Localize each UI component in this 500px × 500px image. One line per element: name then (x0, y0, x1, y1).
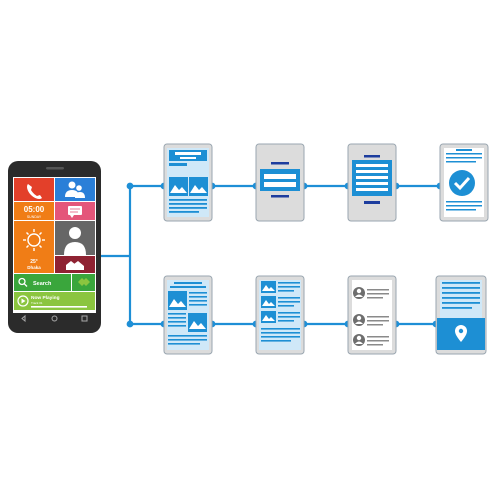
screen-top-3-form (347, 143, 397, 222)
apps-icon (78, 278, 90, 286)
search-tile[interactable] (14, 274, 71, 291)
phone-speaker (46, 167, 64, 170)
clock-time: 05:00 (24, 205, 45, 214)
image-icon (261, 296, 276, 308)
phone-call-icon (27, 184, 42, 199)
now-playing-label: Now Playing (31, 295, 60, 301)
clock-day: SUNDAY (27, 215, 42, 219)
image-icon (188, 313, 207, 332)
home-icon (66, 261, 84, 270)
person-icon (64, 227, 86, 255)
screen-top-1-article (163, 143, 213, 222)
contacts-icon (65, 181, 85, 198)
message-icon (68, 206, 82, 218)
tile-clock[interactable] (14, 202, 54, 220)
screen-bottom-1-article (163, 275, 213, 355)
playback-progress-track (31, 306, 87, 308)
recents-icon[interactable] (81, 315, 88, 322)
screen-bottom-3-contacts (347, 275, 397, 355)
screen-top-2-form (255, 143, 305, 222)
contact-row (353, 334, 389, 346)
location-pin-icon (455, 325, 467, 342)
screen-bottom-2-gallery (255, 275, 305, 355)
tile-phone[interactable] (14, 178, 54, 201)
play-icon (21, 298, 26, 304)
screen-bottom-4-map (435, 275, 487, 355)
connector-dot (126, 320, 134, 328)
connectors (101, 184, 440, 326)
image-icon (189, 177, 208, 196)
image-icon (261, 281, 276, 293)
connector-dot (126, 182, 134, 190)
image-icon (169, 177, 188, 196)
tile-now-playing[interactable] (14, 292, 95, 310)
contact-row (353, 314, 389, 326)
image-icon (168, 291, 187, 310)
weather-city: Dhaka (27, 265, 41, 270)
contact-row (353, 287, 389, 299)
now-playing-track: Track 01 (31, 301, 43, 305)
sun-icon (23, 229, 45, 251)
search-label: Search (33, 281, 52, 287)
image-icon (261, 311, 276, 323)
play-circle-icon (17, 295, 29, 307)
home-button-icon[interactable] (51, 315, 58, 322)
screen-top-4-confirmation (439, 143, 489, 222)
check-icon (449, 170, 475, 196)
back-icon[interactable] (21, 314, 26, 323)
weather-temp: 25° (30, 259, 38, 265)
tile-contacts[interactable] (55, 178, 95, 201)
smartphone: 05:00 SUNDAY 25° Dhaka (8, 161, 101, 333)
search-icon (18, 277, 28, 287)
